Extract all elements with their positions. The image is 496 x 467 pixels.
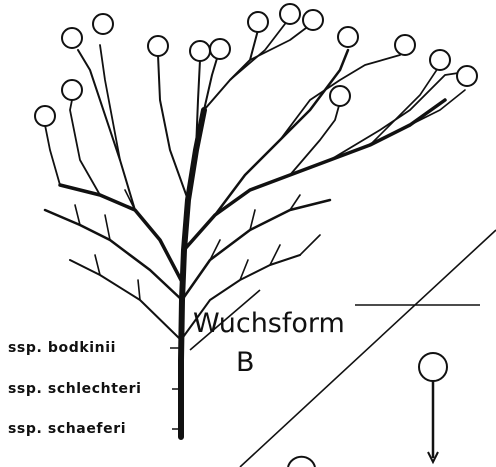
flower-head [302,9,324,31]
flower-head [279,3,301,25]
flower-head [209,38,231,60]
branch-left-main [58,183,183,282]
branch-mid-5 [229,19,289,81]
branch-mid-2 [195,59,201,151]
figure-title: Wuchsform [193,308,345,339]
subspecies-label: ssp. schlechteri [8,381,142,397]
subspecies-label: ssp. bodkinii [8,340,117,356]
title-divider-diagonal [189,289,261,351]
branch-to-circle-3 [44,124,61,186]
panel-divider [239,229,496,467]
stem-arrow [427,451,439,465]
branch-to-circle-2 [69,99,101,196]
branch-right-main [182,98,447,252]
branch-to-circle-1 [77,49,136,211]
branch-mid-1 [157,54,189,201]
partial-flower-head [287,455,316,467]
figure-subtitle: B [236,347,255,378]
flower-head [34,105,56,127]
branch-mid-6 [249,24,311,61]
branch-right-lower [180,198,332,302]
branch-left-lower [43,208,184,302]
flower-head [456,65,478,87]
flower-head [247,11,269,33]
flower-head [429,49,451,71]
flower-head [61,79,83,101]
flower-head [394,34,416,56]
flower-head [147,35,169,57]
branch-left-bottom [69,259,182,341]
subspecies-label: ssp. schaeferi [8,421,127,437]
flower-head [337,26,359,48]
branch-to-circle-4 [99,44,121,161]
flower-head [418,352,448,382]
branch-right-upper [213,48,350,217]
flower-head [329,85,351,107]
branch-mid-3 [203,54,219,111]
flower-head [189,40,211,62]
flower-head [61,27,83,49]
flower-head [92,13,114,35]
branch-mid-4 [203,29,259,111]
